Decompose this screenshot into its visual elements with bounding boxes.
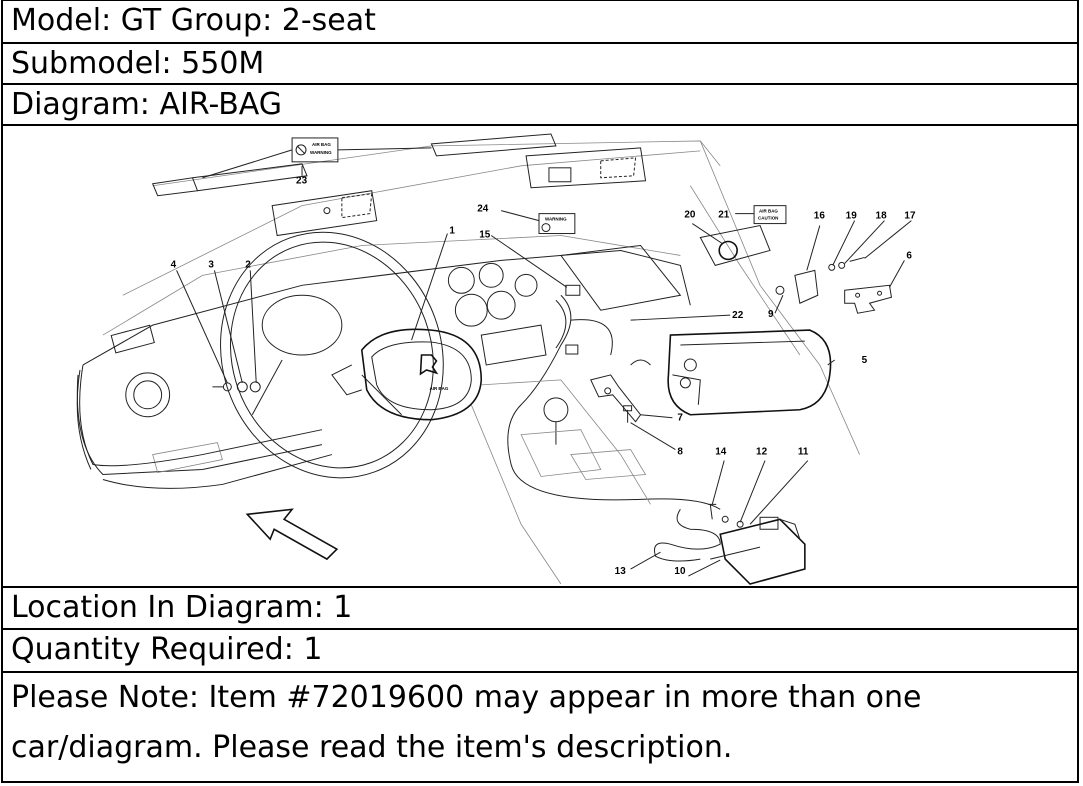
callout-22: 22: [732, 310, 744, 321]
callout-10: 10: [674, 566, 686, 577]
direction-arrow: [245, 508, 339, 561]
svg-text:WARNING: WARNING: [310, 150, 332, 155]
item-note: Please Note: Item #72019600 may appear i…: [3, 673, 1077, 783]
mounting-bracket: [590, 374, 642, 423]
driver-airbag-module: AIR BAG: [331, 328, 483, 421]
support-bracket: [844, 284, 893, 314]
wiring-harness: [76, 284, 721, 510]
callout-12: 12: [756, 447, 768, 458]
airbag-control-unit: [710, 516, 806, 585]
callout-2: 2: [245, 259, 251, 270]
svg-text:AIR BAG: AIR BAG: [312, 142, 331, 147]
callout-15: 15: [479, 230, 491, 241]
submodel-row: Submodel: 550M: [3, 44, 1077, 85]
diagram-row: Diagram: AIR-BAG: [3, 85, 1077, 126]
steering-wheel: [220, 231, 444, 479]
svg-text:WARNING: WARNING: [545, 217, 567, 222]
right-sun-visor: [430, 133, 647, 189]
bracket-hardware: [775, 256, 865, 304]
callout-6: 6: [906, 250, 912, 261]
passenger-airbag: [630, 329, 832, 416]
left-sun-visor: [151, 163, 378, 237]
callout-5: 5: [862, 355, 868, 366]
model-row: Model: GT Group: 2-seat: [3, 1, 1077, 44]
callout-9: 9: [768, 309, 774, 320]
callout-1: 1: [449, 226, 455, 237]
callout-8: 8: [677, 447, 683, 458]
passenger-airbag-cover: AIR BAG CAUTION: [699, 205, 787, 266]
cabin-outline: [102, 140, 860, 455]
callout-17: 17: [904, 211, 916, 222]
callout-3: 3: [208, 259, 214, 270]
leader-lines: [176, 165, 912, 577]
airbag-warning-sticker: AIR BAG WARNING: [202, 137, 432, 179]
quantity-row: Quantity Required: 1: [3, 630, 1077, 673]
svg-text:AIR BAG: AIR BAG: [759, 209, 778, 214]
center-console: [470, 379, 651, 585]
callout-18: 18: [876, 211, 888, 222]
callout-23: 23: [296, 176, 308, 187]
note-line-2: car/diagram. Please read the item's desc…: [11, 730, 733, 765]
callout-20: 20: [684, 210, 696, 221]
location-row: Location In Diagram: 1: [3, 588, 1077, 630]
callout-16: 16: [814, 211, 826, 222]
callout-19: 19: [846, 211, 858, 222]
svg-text:AIR BAG: AIR BAG: [429, 386, 448, 391]
warning-sticker: WARNING: [501, 210, 576, 235]
callout-13: 13: [615, 566, 627, 577]
svg-text:CAUTION: CAUTION: [758, 216, 778, 221]
bolt-8: [623, 405, 633, 423]
airbag-parts-diagram: AIR BAG WARNING WARNING: [3, 126, 1077, 588]
callout-21: 21: [718, 210, 730, 221]
callout-11: 11: [798, 447, 809, 458]
ground-strap: [654, 503, 744, 562]
callout-4: 4: [171, 259, 177, 270]
callout-24: 24: [477, 204, 489, 215]
callout-7: 7: [677, 413, 683, 424]
note-line-1: Please Note: Item #72019600 may appear i…: [11, 680, 922, 715]
callout-numbers: 1 2 3 4 5 6 7 8 9 10 11 12 13 14 15 16 1…: [171, 176, 916, 577]
callout-14: 14: [715, 447, 727, 458]
diagram-drawing: AIR BAG WARNING WARNING: [76, 133, 916, 585]
